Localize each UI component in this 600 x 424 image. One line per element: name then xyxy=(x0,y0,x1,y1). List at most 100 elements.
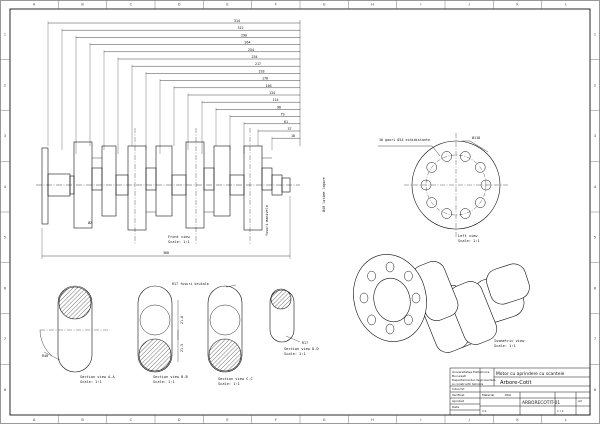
bolt-hole xyxy=(420,179,432,191)
dimension-line: 290 xyxy=(75,33,300,154)
section-b-label-2: 21.5 xyxy=(180,344,184,352)
drawing-number: ARBORECOTIT-01 xyxy=(522,400,560,406)
zone-letter: J xyxy=(468,3,470,7)
zone-number: 5 xyxy=(594,236,596,240)
bolt-hole xyxy=(441,208,452,219)
zone-number: 6 xyxy=(4,286,6,290)
zone-number: 3 xyxy=(594,134,596,138)
isometric-flange-holes xyxy=(359,261,421,335)
bolt-hole xyxy=(460,151,471,162)
tb-row-4: Data xyxy=(452,405,459,409)
small-dim-label: Ø2 xyxy=(88,220,92,225)
dimension-line: 264 xyxy=(89,41,300,146)
section-a-label: R40 xyxy=(42,354,48,358)
zone-number: 2 xyxy=(594,83,596,87)
zone-letter: E xyxy=(226,3,228,7)
dimension-value: 264 xyxy=(244,41,250,45)
section-c-callout: R17 fusuri brutale xyxy=(172,282,209,286)
dimension-value: 114 xyxy=(272,98,278,102)
dimension-value: 37 xyxy=(287,127,291,131)
dimension-value: 156 xyxy=(265,84,271,88)
zone-number: 8 xyxy=(594,388,596,392)
zone-letter: B xyxy=(81,418,84,422)
section-b-scale: Scale: 1:1 xyxy=(153,380,175,384)
dimension-line: 176 xyxy=(159,77,300,154)
section-d-label: R17 xyxy=(302,341,308,345)
title-block xyxy=(449,367,591,416)
zone-letter: G xyxy=(323,418,326,422)
dimension-line: 156 xyxy=(173,84,300,146)
bolt-hole xyxy=(475,162,486,173)
zone-letter: L xyxy=(565,418,567,422)
zone-letter: F xyxy=(275,3,277,7)
dimension-line: 217 xyxy=(131,62,300,146)
section-c-c xyxy=(207,284,243,373)
dimension-line: 18 xyxy=(271,134,300,150)
iso-bolt-hole xyxy=(404,314,413,326)
department-line-1: Departamentul de proiectare xyxy=(452,378,496,382)
bolt-hole xyxy=(426,162,437,173)
front-view-dimensions: 3143122902642542342171931761561341149879… xyxy=(47,19,301,154)
iso-view-caption: Isometric view xyxy=(494,339,525,343)
iso-bolt-hole xyxy=(404,270,413,282)
holes-callout: 16 gauri Ø14 echidistante xyxy=(379,137,430,142)
zone-letter: D xyxy=(178,418,181,422)
zone-number: 3 xyxy=(4,134,6,138)
zone-letter: C xyxy=(130,3,133,7)
bolt-hole xyxy=(426,197,437,208)
zone-letter: A xyxy=(33,3,36,7)
dimension-value: 61 xyxy=(284,120,288,124)
zone-number: 4 xyxy=(4,185,6,189)
dimension-line: 314 xyxy=(47,19,300,146)
zone-letter: C xyxy=(130,418,133,422)
iso-bolt-hole xyxy=(385,261,395,273)
section-c-caption: Section view C-C xyxy=(218,377,253,381)
front-view-scale: Scale: 1:1 xyxy=(168,240,190,244)
revision-value: A3 xyxy=(578,399,582,403)
zone-number: 7 xyxy=(594,337,596,341)
front-view xyxy=(36,128,300,259)
zone-letter: A xyxy=(33,418,36,422)
sheet-value: 1 / 1 xyxy=(557,409,564,413)
zone-number: 1 xyxy=(594,33,596,37)
iso-bolt-hole xyxy=(367,314,376,326)
dimension-line: 79 xyxy=(229,113,300,150)
bolt-hole xyxy=(480,179,492,191)
scale-value: 1:1 xyxy=(482,409,487,413)
dimension-line: 61 xyxy=(243,120,300,154)
bolt-hole xyxy=(475,197,486,208)
part-name: Arbore-Cotit xyxy=(500,380,532,386)
flange-bolt-holes xyxy=(420,151,492,219)
section-b-label-1: 21.6 xyxy=(180,316,184,324)
section-a-a xyxy=(39,285,110,373)
bolt-hole xyxy=(460,208,471,219)
dimension-value: 18 xyxy=(291,134,295,138)
section-b-b xyxy=(137,285,179,373)
dimension-line: 193 xyxy=(145,69,300,150)
section-a-scale: Scale: 1:1 xyxy=(80,380,102,384)
zone-letter: I xyxy=(420,3,421,7)
zone-letter: D xyxy=(178,3,181,7)
iso-view-scale: Scale: 1:1 xyxy=(494,344,516,348)
section-d-caption: Section view D-D xyxy=(284,347,319,351)
section-a-caption: Section view A-A xyxy=(80,375,115,379)
dimension-value: 254 xyxy=(248,48,254,52)
left-view xyxy=(378,133,508,237)
dimension-line: 254 xyxy=(103,48,300,150)
zone-letter: E xyxy=(226,418,228,422)
flange-diameter-label: Ø118 xyxy=(472,135,480,140)
zone-number: 4 xyxy=(594,185,596,189)
zone-number: 1 xyxy=(4,33,6,37)
zone-letter: G xyxy=(323,3,326,7)
front-view-caption: Front view xyxy=(168,235,190,239)
material-label: Material xyxy=(482,393,494,397)
zone-letter: F xyxy=(275,418,277,422)
iso-bolt-hole xyxy=(411,292,421,304)
dimension-value: 234 xyxy=(251,55,257,59)
material-value: Otel xyxy=(505,393,511,397)
dimension-value: 312 xyxy=(237,26,243,30)
institution-line-1: Universitatea Politehnica xyxy=(452,370,490,374)
dimension-value: 290 xyxy=(241,33,247,37)
